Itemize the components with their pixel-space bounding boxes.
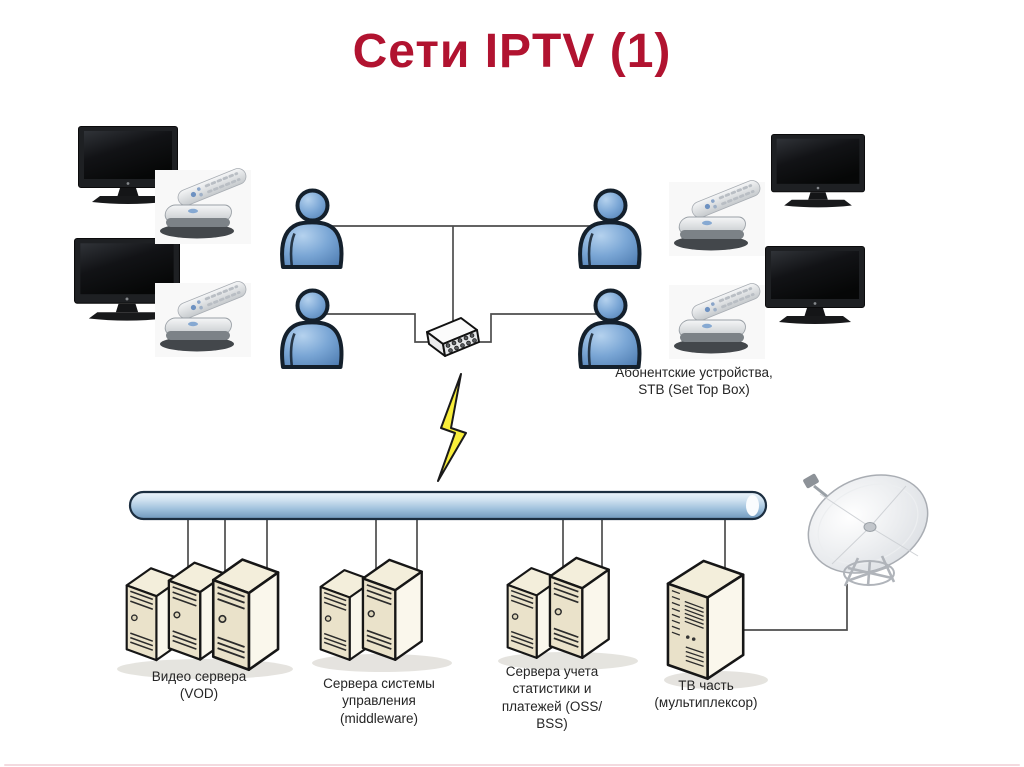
user-icon [280, 288, 344, 369]
multiplexer-icon [666, 559, 745, 681]
tv-icon [765, 246, 865, 325]
server-icon [211, 558, 280, 672]
satellite-dish-icon [803, 473, 929, 587]
user-icon [280, 188, 344, 269]
switch-icon [426, 317, 480, 357]
user-icon [578, 288, 642, 369]
user-icon [578, 188, 642, 269]
lightning-icon [437, 373, 467, 482]
set-top-box-icon [667, 176, 767, 258]
vod-servers-label: Видео сервера (VOD) [151, 669, 247, 702]
tv-icon [770, 134, 866, 208]
middleware-servers-label: Сервера системы управления (middleware) [323, 676, 435, 726]
subscriber-devices-label: Абонентские устройства, STB (Set Top Box… [615, 365, 773, 398]
oss-bss-servers-label: Сервера учета статистики и платежей (OSS… [501, 664, 603, 731]
server-icon [361, 558, 423, 661]
slide-title: Сети IPTV (1) [352, 25, 672, 78]
middleware-server-group [319, 558, 423, 661]
backbone-bus [128, 490, 768, 521]
server-icon [548, 556, 610, 659]
bus-end-cap [746, 495, 759, 516]
vod-server-group [125, 558, 280, 672]
link-user-br-to-switch [478, 313, 612, 343]
link-dish-to-mux [744, 584, 848, 631]
oss-bss-server-group [506, 556, 610, 659]
tv-multiplexer-label: ТВ часть (мультиплексор) [654, 678, 758, 711]
slide-bottom-edge [4, 764, 1020, 766]
set-top-box-icon [153, 277, 253, 359]
link-user-bl-to-switch [308, 313, 430, 343]
set-top-box-icon [153, 164, 253, 246]
set-top-box-icon [667, 279, 767, 361]
